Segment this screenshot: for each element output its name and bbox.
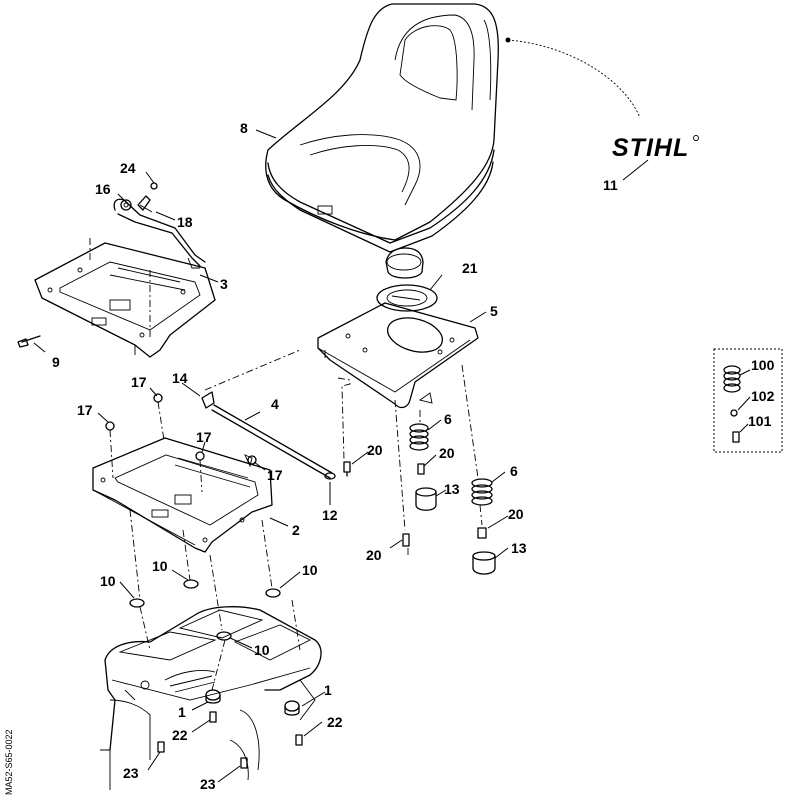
callout-23b: 23: [200, 776, 216, 792]
lower-seat-frame-part: [92, 437, 273, 553]
bumper-13a: [415, 487, 437, 511]
pivot-hardware-part: [120, 182, 158, 213]
drawing-code: MA52-S65-0022: [4, 729, 14, 795]
callout-21: 21: [462, 260, 478, 276]
seat-logo-dotted-line: [507, 39, 641, 119]
callout-12: 12: [322, 507, 338, 523]
nut-17a: [153, 393, 163, 403]
callout-17c: 17: [196, 429, 212, 445]
screw-20d: [402, 533, 410, 547]
callout-102: 102: [751, 388, 775, 404]
washer-10c: [265, 588, 281, 598]
callout-17a: 17: [131, 374, 147, 390]
callout-22a: 22: [172, 727, 188, 743]
screw-23a: [157, 741, 165, 753]
callout-20b: 20: [439, 445, 455, 461]
spring-6a: [409, 423, 429, 451]
callout-1b: 1: [324, 682, 332, 698]
seat-mount-point: [505, 37, 511, 43]
screw-9: [17, 335, 41, 348]
callout-100: 100: [751, 357, 775, 373]
callout-17b: 17: [77, 402, 93, 418]
callout-3: 3: [220, 276, 228, 292]
callout-101: 101: [748, 413, 772, 429]
upper-seat-frame-part: [34, 242, 216, 358]
callout-9: 9: [52, 354, 60, 370]
bushing-1a: [205, 689, 221, 704]
screw-23b: [240, 757, 248, 769]
callout-4: 4: [271, 396, 279, 412]
callout-14: 14: [172, 370, 188, 386]
callout-20d: 20: [366, 547, 382, 563]
callout-24: 24: [120, 160, 136, 176]
callout-13a: 13: [444, 481, 460, 497]
washer-10d: [216, 631, 232, 641]
callout-20a: 20: [367, 442, 383, 458]
callout-16: 16: [95, 181, 111, 197]
washer-10b: [183, 579, 199, 589]
callout-2: 2: [292, 522, 300, 538]
adjuster-knob-part: [376, 247, 438, 312]
callout-10c: 10: [302, 562, 318, 578]
callout-17d: 17: [267, 467, 283, 483]
callout-8: 8: [240, 120, 248, 136]
callout-1a: 1: [178, 704, 186, 720]
clip-14: [201, 391, 215, 409]
callout-10d: 10: [254, 642, 270, 658]
bushing-1b: [284, 700, 300, 716]
callouts: 8 11 21 5 24 16 18 3 9 17 14 4 17 17 17 …: [52, 120, 775, 792]
nut-17c: [195, 451, 205, 461]
washer-10a: [129, 598, 145, 608]
brand-logo: STIHL: [612, 134, 689, 162]
rod-part: [211, 404, 336, 480]
callout-23a: 23: [123, 765, 139, 781]
callout-11: 11: [603, 177, 618, 193]
callout-13b: 13: [511, 540, 527, 556]
callout-10a: 10: [100, 573, 116, 589]
detail-inset: [713, 348, 783, 453]
seat-part: [265, 3, 499, 253]
nut-17d: [247, 455, 257, 465]
callout-18: 18: [177, 214, 193, 230]
seat-lever-part: [113, 198, 206, 269]
callout-20c: 20: [508, 506, 524, 522]
callout-22b: 22: [327, 714, 343, 730]
screw-22b: [295, 734, 303, 746]
spring-6b: [471, 478, 493, 506]
callout-6b: 6: [510, 463, 518, 479]
screw-20c: [477, 527, 487, 539]
screw-20a: [343, 461, 351, 477]
screw-22a: [209, 711, 217, 723]
screw-20b: [417, 463, 425, 475]
chassis-part: [100, 606, 322, 790]
callout-10b: 10: [152, 558, 168, 574]
assembly-lines: [89, 238, 483, 691]
registered-mark: [693, 135, 699, 141]
callout-5: 5: [490, 303, 498, 319]
callout-6a: 6: [444, 411, 452, 427]
leader-lines: [33, 129, 751, 783]
bumper-13b: [472, 551, 496, 575]
nut-17b: [105, 421, 115, 431]
